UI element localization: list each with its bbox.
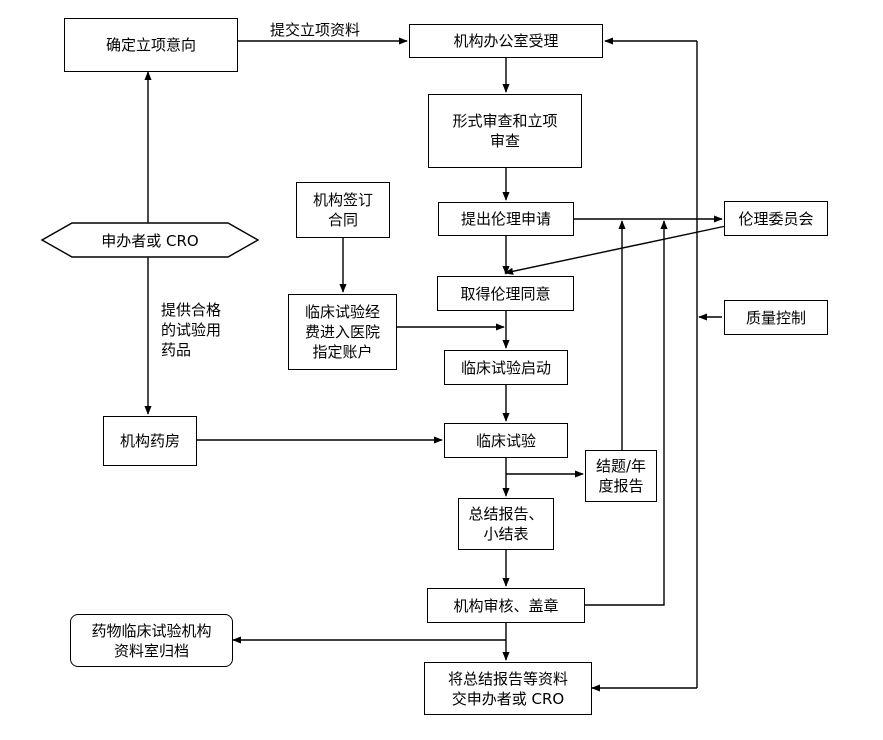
node-fee-account: 临床试验经 费进入医院 指定账户 (288, 294, 397, 370)
arrow-review-to-committee (585, 220, 668, 606)
node-sign-contract: 机构签订 合同 (296, 182, 390, 238)
arrow-committee-to-approval (504, 225, 727, 275)
node-archive: 药物临床试验机构 资料室归档 (70, 614, 233, 667)
node-pharmacy: 机构药房 (103, 416, 197, 466)
node-ethics-apply: 提出伦理申请 (438, 202, 574, 236)
sponsor-hexagon (40, 222, 260, 258)
node-office-accept: 机构办公室受理 (409, 24, 603, 58)
node-ethics-approval: 取得伦理同意 (437, 276, 574, 311)
node-ethics-committee: 伦理委员会 (724, 201, 828, 236)
node-annual-report: 结题/年 度报告 (585, 450, 657, 502)
node-deliver-report: 将总结报告等资料 交申办者或 CRO (424, 662, 592, 715)
node-institution-review: 机构审核、盖章 (427, 588, 585, 623)
label-provide-drugs: 提供合格 的试验用 药品 (161, 301, 222, 359)
node-confirm-intent: 确定立项意向 (64, 18, 238, 72)
node-formal-review: 形式审查和立项 审查 (428, 94, 582, 168)
node-sponsor-cro: 申办者或 CRO (101, 231, 199, 250)
node-summary-report: 总结报告、 小结表 (458, 498, 554, 550)
node-quality-control: 质量控制 (724, 300, 828, 335)
node-trial-start: 临床试验启动 (444, 350, 568, 385)
node-clinical-trial: 临床试验 (444, 423, 568, 458)
label-submit-docs: 提交立项资料 (270, 21, 361, 39)
